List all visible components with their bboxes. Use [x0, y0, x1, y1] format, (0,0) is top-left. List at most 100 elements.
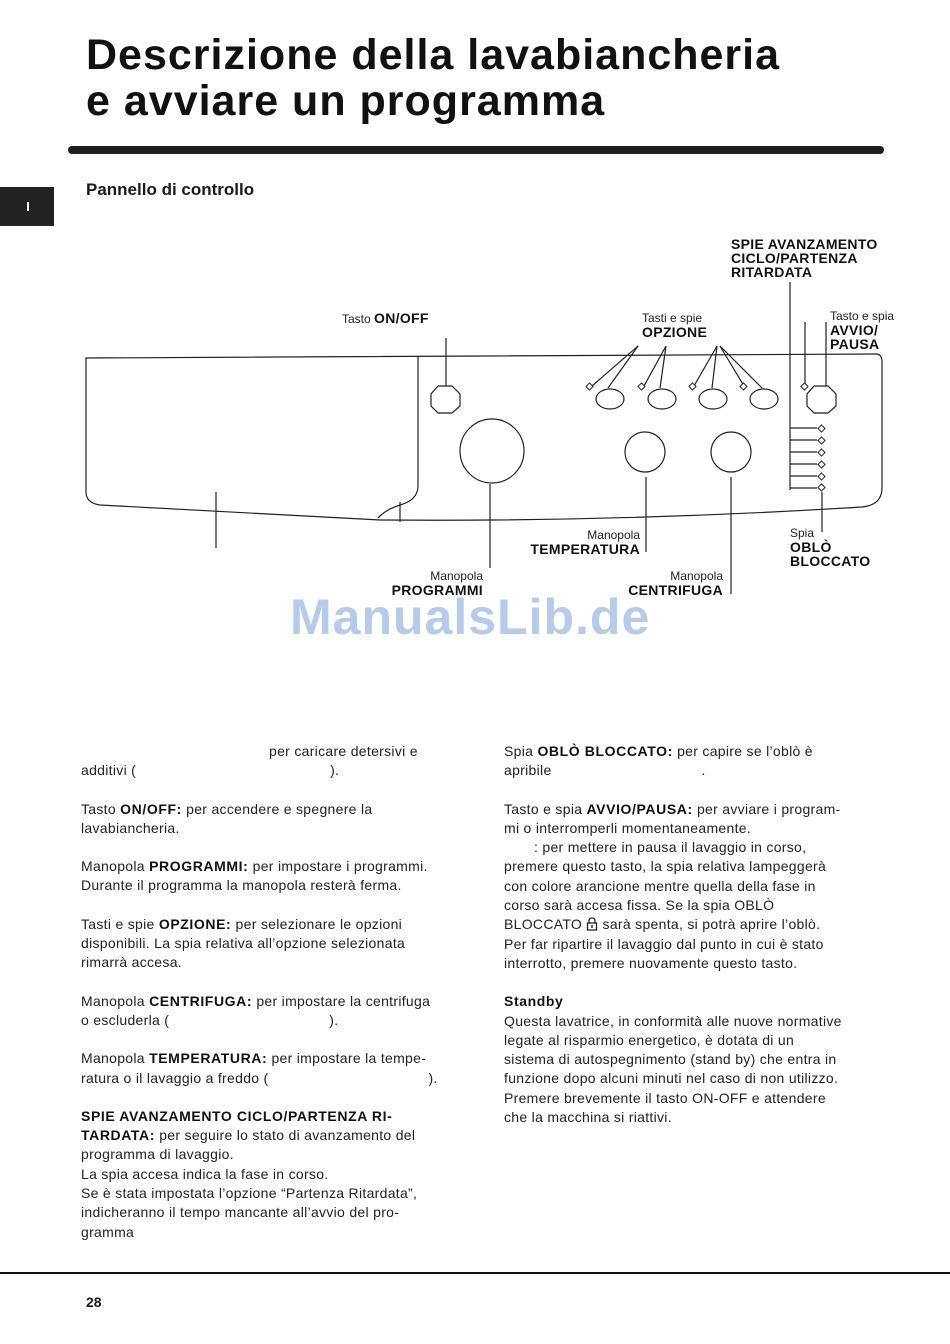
- text: OPZIONE:: [158, 915, 232, 932]
- text: ).: [329, 1011, 339, 1028]
- label-centrifuga: Manopola CENTRIFUGA: [600, 569, 723, 598]
- text: premere questo tasto, la spia relativa l…: [504, 858, 827, 875]
- text: per impostare la tempe-: [271, 1050, 427, 1067]
- label-centrifuga-name: CENTRIFUGA: [628, 582, 723, 598]
- led-phase-2: [817, 436, 826, 445]
- label-opzione-prefix: Tasti e spie: [642, 311, 703, 325]
- paragraph-on-off: Tasto ON/OFF: per accendere e spegnere l…: [81, 800, 461, 839]
- text: per accendere e spegnere la: [186, 800, 373, 817]
- temperatura-knob-shape: [624, 431, 666, 473]
- led-option-1: [585, 382, 594, 391]
- label-centrifuga-prefix: Manopola: [670, 569, 723, 583]
- avvio-pausa-button-shape: [806, 385, 837, 414]
- led-phase-1: [817, 424, 826, 433]
- programmi-knob-shape: [459, 418, 525, 484]
- label-avvio-prefix: Tasto e spia: [830, 309, 895, 323]
- label-oblo-bloccato: Spia OBLÒ BLOCCATO: [790, 526, 871, 569]
- led-option-2: [637, 382, 646, 391]
- text: PROGRAMMI:: [149, 858, 249, 875]
- text: Se è stata impostata l’opzione “Partenza…: [81, 1185, 418, 1202]
- text: rimarrà accesa.: [81, 954, 182, 971]
- standby-title: Standby: [504, 993, 564, 1010]
- text: ).: [330, 762, 340, 779]
- text: Per far ripartire il lavaggio dal punto …: [504, 935, 824, 952]
- text: legate al risparmio energetico, è dotata…: [504, 1031, 795, 1048]
- centrifuga-knob-shape: [710, 431, 752, 473]
- text: disponibili. La spia relativa all’opzion…: [81, 935, 406, 952]
- text: Spia: [504, 743, 534, 759]
- label-avvio-pausa: Tasto e spia AVVIO/ PAUSA: [830, 309, 895, 352]
- label-spie-avanzamento-line-3: RITARDATA: [731, 264, 813, 280]
- text: Manopola: [81, 992, 145, 1009]
- footer-divider: [0, 1272, 950, 1274]
- text: per seguire lo stato di avanzamento del: [159, 1127, 416, 1144]
- led-phase-5: [817, 472, 826, 481]
- text: Questa lavatrice, in conformità alle nuo…: [504, 1012, 842, 1029]
- text: gramma: [81, 1223, 135, 1240]
- page-number: 28: [86, 1294, 102, 1310]
- text: programma di lavaggio.: [81, 1146, 234, 1163]
- text: ratura o il lavaggio a freddo (: [81, 1069, 269, 1086]
- option-button-3: [698, 388, 728, 410]
- text: Durante il programma la manopola resterà…: [81, 877, 402, 894]
- text: sarà spenta, si potrà aprire l’oblò.: [602, 916, 821, 933]
- paragraph-opzione: Tasti e spie OPZIONE: per selezionare le…: [81, 915, 461, 973]
- paragraph-avvio-pausa: Tasto e spia AVVIO/PAUSA: per avviare i …: [504, 800, 884, 974]
- lock-icon: [587, 917, 598, 932]
- label-oblo-line-2: BLOCCATO: [790, 553, 871, 569]
- text: apribile: [504, 762, 552, 779]
- page-title-line-2: e avviare un programma: [86, 77, 606, 125]
- text: sistema di autospegnimento (stand by) ch…: [504, 1051, 837, 1068]
- text: TARDATA:: [81, 1127, 156, 1144]
- label-avvio-line-1: AVVIO/: [830, 322, 879, 338]
- text: Tasto e spia: [504, 800, 583, 817]
- text: o escluderla (: [81, 1011, 170, 1028]
- label-spie-avanzamento-line-2: CICLO/PARTENZA: [731, 250, 858, 266]
- text: per selezionare le opzioni: [235, 915, 403, 932]
- option-button-4: [749, 388, 779, 410]
- label-temperatura-prefix: Manopola: [587, 528, 640, 542]
- language-tab-label: I: [26, 199, 30, 214]
- text: AVVIO/PAUSA:: [586, 800, 693, 817]
- text: Tasti e spie: [81, 915, 155, 932]
- label-on-off: Tasto ON/OFF: [342, 311, 429, 326]
- text: interrotto, premere nuovamente questo ta…: [504, 954, 798, 971]
- panel-outline: [85, 353, 883, 521]
- option-button-1: [595, 388, 625, 410]
- label-avvio-line-2: PAUSA: [830, 336, 880, 352]
- text: TEMPERATURA:: [149, 1050, 268, 1067]
- paragraph-spie-avanzamento: SPIE AVANZAMENTO CICLO/PARTENZA RI- TARD…: [81, 1107, 461, 1242]
- text: lavabiancheria.: [81, 819, 180, 836]
- text: : per mettere in pausa il lavaggio in co…: [534, 839, 807, 856]
- right-column: Spia OBLÒ BLOCCATO: per capire se l’oblò…: [504, 742, 884, 1146]
- text: ).: [428, 1069, 438, 1086]
- label-on-off-prefix: Tasto: [342, 312, 371, 326]
- text: CENTRIFUGA:: [149, 992, 253, 1009]
- option-button-2: [647, 388, 677, 410]
- label-spie-avanzamento: SPIE AVANZAMENTO CICLO/PARTENZA RITARDAT…: [731, 237, 878, 279]
- paragraph-temperatura: Manopola TEMPERATURA: per impostare la t…: [81, 1049, 461, 1088]
- led-phase-4: [817, 460, 826, 469]
- text: per impostare i programmi.: [252, 858, 428, 875]
- text: Manopola: [81, 1050, 145, 1067]
- paragraph-centrifuga: Manopola CENTRIFUGA: per impostare la ce…: [81, 992, 461, 1031]
- text: funzione dopo alcuni minuti nel caso di …: [504, 1070, 839, 1087]
- text: per capire se l’oblò è: [677, 743, 813, 759]
- control-panel-diagram: [85, 282, 883, 594]
- text: Premere brevemente il tasto ON-OFF e att…: [504, 1089, 826, 1106]
- label-oblo-prefix: Spia: [790, 526, 815, 540]
- text: che la macchina si riattivi.: [504, 1109, 672, 1126]
- paragraph-programmi: Manopola PROGRAMMI: per impostare i prog…: [81, 857, 461, 896]
- watermark: ManualsLib.de: [290, 589, 651, 645]
- label-programmi-prefix: Manopola: [430, 569, 483, 583]
- led-oblo: [817, 483, 826, 492]
- page-title: Descrizione della lavabiancheria e avvia…: [86, 32, 926, 124]
- label-temperatura-name: TEMPERATURA: [530, 541, 640, 557]
- label-programmi: Manopola PROGRAMMI: [363, 569, 483, 598]
- section-title: Pannello di controllo: [86, 180, 255, 199]
- left-column: per caricare detersivi e additivi (). Ta…: [81, 742, 461, 1261]
- text: Manopola: [81, 858, 145, 875]
- text: ON/OFF:: [120, 800, 182, 817]
- led-phase-3: [817, 448, 826, 457]
- text: per caricare detersivi e: [269, 743, 418, 759]
